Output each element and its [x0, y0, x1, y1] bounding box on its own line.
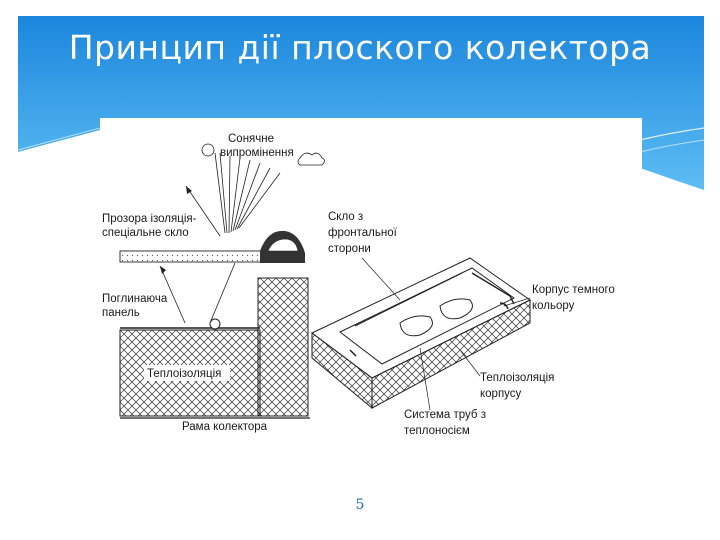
label-sun-2: випромінення — [220, 147, 294, 159]
glass-layer — [119, 250, 271, 263]
label-sun-1: Сонячне — [228, 133, 274, 145]
absorber-pipe — [209, 318, 221, 330]
cloud-icon — [297, 152, 325, 166]
leader-lines — [361, 257, 531, 411]
collector-side-front — [371, 299, 531, 409]
cross-section: Сонячне випромінення Прозора ізоляція- с… — [102, 133, 325, 433]
label-front-glass-2: фронтальної — [328, 227, 398, 239]
page-number: 5 — [355, 497, 365, 513]
label-absorber-2: панель — [102, 307, 140, 319]
label-glass-2: спеціальне скло — [102, 227, 189, 239]
sun-icon — [201, 143, 215, 157]
label-body-1: Корпус темного — [532, 284, 615, 296]
header-band — [17, 16, 705, 190]
label-front-glass-3: сторони — [328, 243, 371, 255]
perspective-view — [311, 257, 531, 410]
frame-wall — [257, 277, 309, 417]
pipe-loop-1 — [399, 315, 433, 337]
label-frame: Рама колектора — [182, 421, 268, 433]
label-absorber-1: Поглинаюча — [102, 293, 168, 305]
right-labels: Скло з фронтальної сторони Корпус темног… — [328, 211, 615, 437]
label-glass-1: Прозора ізоляція- — [102, 213, 197, 225]
label-body-insulation-1: Теплоізоляція — [480, 372, 554, 384]
label-pipes-2: теплоносієм — [404, 425, 470, 437]
sun-rays — [214, 152, 281, 234]
label-insulation: Теплоізоляція — [147, 368, 221, 380]
label-body-insulation-2: корпусу — [480, 388, 522, 400]
slide-title: Принцип дії плоского колектора — [68, 28, 652, 67]
pipe-loop-2 — [439, 298, 473, 320]
flat-collector-diagram: Сонячне випромінення Прозора ізоляція- с… — [100, 118, 642, 448]
label-body-2: кольору — [532, 300, 575, 312]
label-pipes-1: Система труб з — [404, 409, 486, 421]
label-front-glass-1: Скло з — [328, 211, 363, 223]
